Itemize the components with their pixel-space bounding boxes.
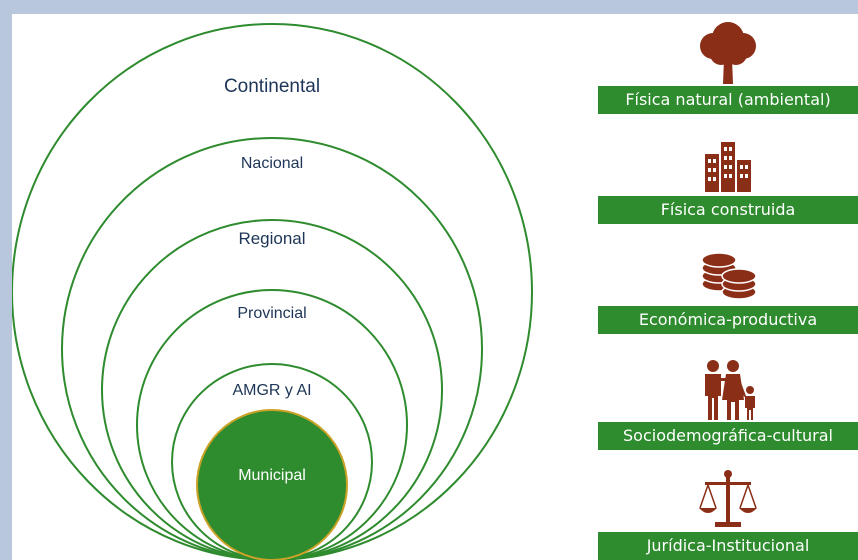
level-label-provincial: Provincial — [237, 305, 306, 322]
dimension-label: Sociodemográfica-cultural — [598, 422, 858, 450]
dimension-fisica-construida: Física construida — [598, 130, 858, 224]
scales-icon — [699, 470, 757, 527]
level-label-continental: Continental — [224, 76, 320, 97]
ring-regional — [101, 219, 443, 560]
diagram-panel: Continental Nacional Regional Provincial… — [12, 14, 858, 560]
dimension-label: Económica-productiva — [598, 306, 858, 334]
tree-icon — [700, 22, 756, 84]
ring-amgr — [171, 363, 373, 560]
ring-continental — [12, 23, 533, 560]
dimension-fisica-natural: Física natural (ambiental) — [598, 20, 858, 114]
level-label-regional: Regional — [238, 229, 305, 248]
dimension-sociodemografica: Sociodemográfica-cultural — [598, 358, 858, 450]
dimension-label: Jurídica-Institucional — [598, 532, 858, 560]
level-label-municipal: Municipal — [238, 467, 306, 484]
family-icon — [705, 360, 755, 420]
ring-provincial — [136, 289, 408, 560]
buildings-icon — [705, 142, 751, 192]
circle-municipal — [196, 409, 348, 560]
dimension-label: Física construida — [598, 196, 858, 224]
dimension-juridica: Jurídica-Institucional — [598, 468, 858, 560]
ring-nacional — [61, 137, 483, 560]
dimension-label: Física natural (ambiental) — [598, 86, 858, 114]
level-label-nacional: Nacional — [241, 155, 303, 172]
dimension-economica: Económica-productiva — [598, 240, 858, 334]
coins-icon — [701, 252, 757, 300]
level-label-amgr: AMGR y AI — [232, 382, 311, 399]
nested-scale-diagram: Continental Nacional Regional Provincial… — [12, 23, 533, 560]
